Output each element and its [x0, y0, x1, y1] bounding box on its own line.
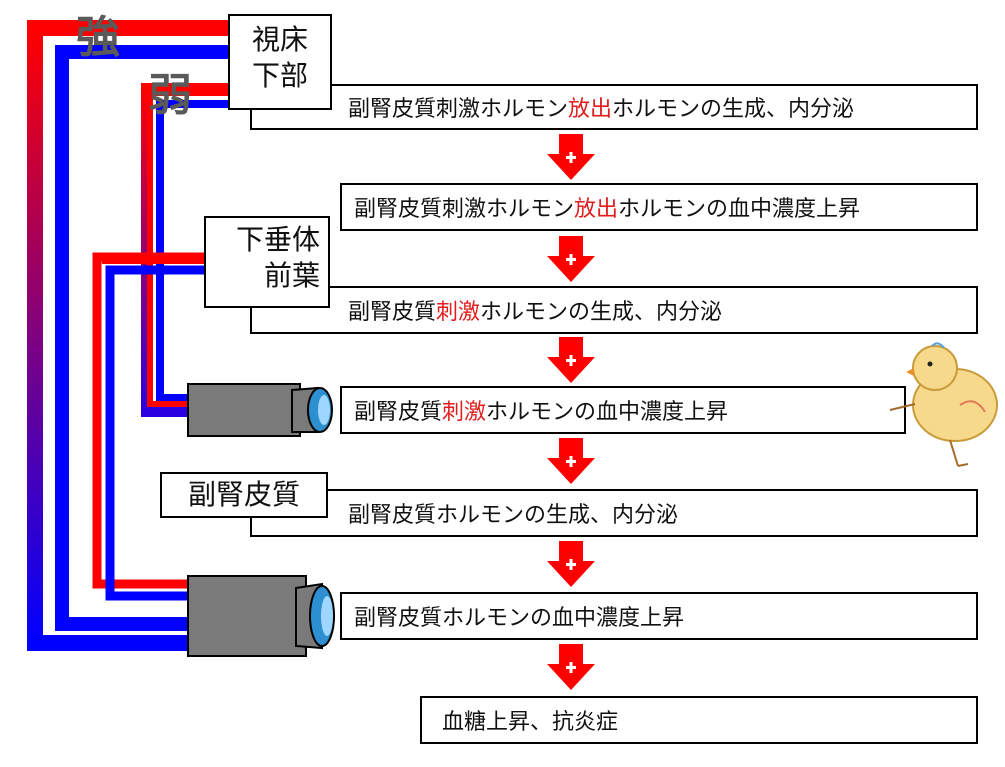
step-1-text-post: ホルモンの生成、内分泌	[612, 97, 855, 122]
arrow-down-icon	[547, 337, 595, 383]
step-box-2: 副腎皮質刺激ホルモン放出ホルモンの血中濃度上昇	[340, 183, 978, 231]
arrow-down-icon	[547, 134, 595, 180]
step-1-text-highlight: 放出	[568, 97, 613, 122]
arrow-down-icon	[547, 236, 595, 282]
step-box-4: 副腎皮質刺激ホルモンの血中濃度上昇	[340, 386, 906, 434]
arrow-down-icon	[547, 438, 595, 484]
step-6-text: 副腎皮質ホルモンの血中濃度上昇	[354, 606, 685, 631]
organ-adrenal-label: 副腎皮質	[187, 478, 300, 511]
step-box-7: 血糖上昇、抗炎症	[420, 696, 978, 744]
step-4-text-highlight: 刺激	[442, 400, 487, 425]
step-4-text-pre: 副腎皮質	[354, 400, 443, 425]
step-2-text-post: ホルモンの血中濃度上昇	[618, 197, 861, 222]
sensor-camera-icon	[187, 575, 335, 657]
step-7-text: 血糖上昇、抗炎症	[442, 710, 619, 735]
step-4-text-post: ホルモンの血中濃度上昇	[486, 400, 729, 425]
step-3-text-pre: 副腎皮質	[348, 300, 437, 325]
organ-hypothalamus-line1: 視床	[251, 23, 308, 56]
loop-red-inner-bottom	[147, 92, 190, 407]
organ-pituitary-line1: 下垂体	[235, 223, 320, 256]
step-box-1: 副腎皮質刺激ホルモン放出ホルモンの生成、内分泌	[250, 84, 978, 130]
loop-blue-outer	[55, 45, 230, 631]
loop-pit-blue	[105, 265, 205, 601]
step-5-text: 副腎皮質ホルモンの生成、内分泌	[348, 503, 679, 528]
chick-illustration	[889, 342, 998, 467]
step-box-3: 副腎皮質刺激ホルモンの生成、内分泌	[250, 286, 978, 334]
arrow-down-icon	[547, 644, 595, 690]
label-strong: 強	[76, 12, 120, 63]
arrow-down-icon	[547, 541, 595, 587]
step-1-text-pre: 副腎皮質刺激ホルモン	[348, 97, 569, 122]
step-box-5: 副腎皮質ホルモンの生成、内分泌	[250, 489, 978, 537]
sensor-camera-icon	[187, 383, 333, 437]
step-2-text-pre: 副腎皮質刺激ホルモン	[354, 197, 575, 222]
loop-blue-inner	[156, 100, 230, 402]
organ-pituitary: 下垂体 前葉	[204, 216, 330, 308]
step-3-text-post: ホルモンの生成、内分泌	[480, 300, 723, 325]
loop-strong-outer	[27, 20, 230, 651]
step-3-text-highlight: 刺激	[436, 300, 481, 325]
loop-pit-red	[92, 252, 205, 589]
organ-hypothalamus-line2: 下部	[251, 59, 308, 92]
label-weak: 弱	[148, 70, 192, 121]
organ-adrenal: 副腎皮質	[160, 472, 328, 518]
organ-hypothalamus: 視床 下部	[228, 14, 332, 110]
step-box-6: 副腎皮質ホルモンの血中濃度上昇	[340, 592, 978, 640]
step-2-text-highlight: 放出	[574, 197, 619, 222]
organ-pituitary-line2: 前葉	[263, 259, 320, 292]
